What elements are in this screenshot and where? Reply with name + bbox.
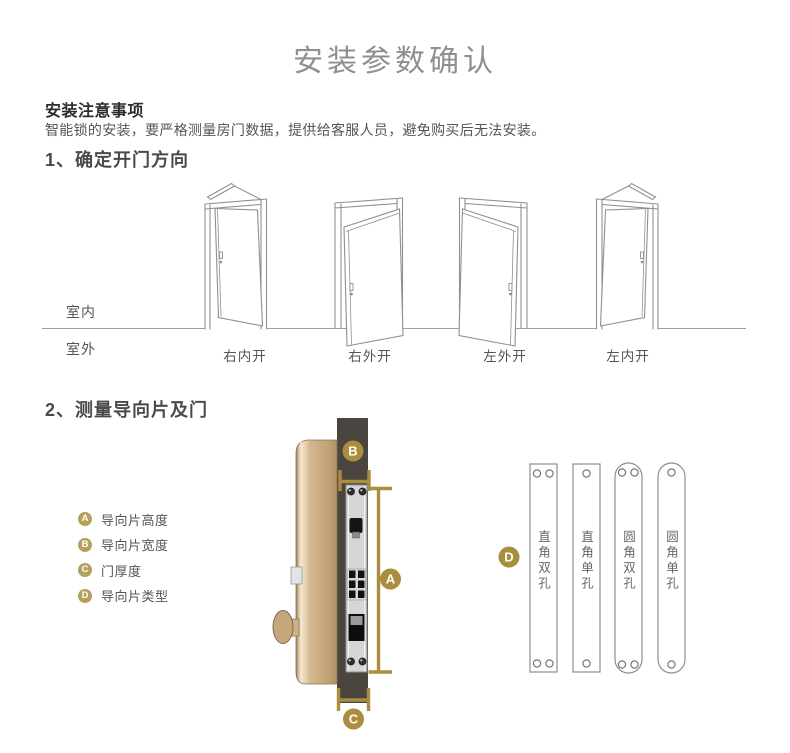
legend-badge-c-icon: C <box>78 563 92 578</box>
plate-label-round-double: 圆角双孔 <box>621 529 635 592</box>
lock-body <box>295 439 338 685</box>
marker-badge-d: D <box>498 546 520 568</box>
marker-badge-a: A <box>380 568 401 590</box>
svg-text:B: B <box>348 444 357 459</box>
plate-label-square-double: 直角双孔 <box>536 529 550 592</box>
latch-cutout <box>349 518 363 539</box>
legend-row-b: B 导向片宽度 <box>78 537 169 554</box>
guide-plate-screws <box>347 487 367 666</box>
section1-heading: 1、确定开门方向 <box>45 150 190 170</box>
door-diagram-right-inward <box>195 178 305 343</box>
legend-label-d: 导向片类型 <box>101 589 169 605</box>
plate-square-double <box>529 463 558 673</box>
measurement-legend: A 导向片高度 B 导向片宽度 C 门厚度 D 导向片类型 <box>78 512 169 605</box>
thickness-bracket-c <box>336 688 371 711</box>
legend-row-c: C 门厚度 <box>78 563 169 579</box>
legend-row-d: D 导向片类型 <box>78 588 169 605</box>
section2-heading: 2、测量导向片及门 <box>45 400 209 420</box>
legend-badge-a-icon: A <box>78 512 92 527</box>
outdoor-label: 室外 <box>66 341 96 357</box>
legend-label-b: 导向片宽度 <box>101 538 169 554</box>
height-line-a <box>368 486 392 674</box>
lock-case-cutouts <box>347 568 366 601</box>
svg-text:C: C <box>349 712 359 727</box>
page-title: 安装参数确认 <box>293 45 497 78</box>
notes-heading: 安装注意事项 <box>45 103 145 120</box>
door-caption-left-inward: 左内开 <box>606 349 650 364</box>
lock-sensor-window <box>290 566 303 585</box>
plate-label-round-single: 圆角单孔 <box>664 529 678 592</box>
legend-label-c: 门厚度 <box>101 563 142 579</box>
legend-badge-b-icon: B <box>78 537 92 552</box>
knob-cap <box>272 610 294 644</box>
svg-text:D: D <box>504 550 513 565</box>
plate-holes <box>532 468 676 669</box>
guide-plate-types-diagram: D <box>498 462 686 674</box>
marker-badge-b: B <box>342 440 364 462</box>
svg-text:A: A <box>386 572 396 587</box>
door-diagram-left-inward <box>558 178 668 343</box>
door-caption-right-outward: 右外开 <box>348 349 392 364</box>
deadbolt-cutout <box>348 614 365 641</box>
door-caption-right-inward: 右内开 <box>223 349 267 364</box>
plate-label-square-single: 直角单孔 <box>579 529 593 592</box>
door-diagram-left-outward <box>427 178 537 353</box>
legend-label-a: 导向片高度 <box>101 512 169 528</box>
indoor-label: 室内 <box>66 304 96 320</box>
door-caption-left-outward: 左外开 <box>483 349 527 364</box>
plate-round-single <box>657 462 686 674</box>
legend-badge-d-icon: D <box>78 588 92 603</box>
marker-badge-c: C <box>343 708 364 730</box>
plate-round-double <box>614 462 643 674</box>
legend-row-a: A 导向片高度 <box>78 512 169 528</box>
guide-plate <box>345 484 368 673</box>
door-diagram-right-outward <box>325 178 435 353</box>
notes-body: 智能锁的安装，要严格测量房门数据，提供给客服人员，避免购买后无法安装。 <box>45 122 546 138</box>
plate-square-single <box>572 463 601 673</box>
lock-measurement-diagram: B A C <box>272 418 401 730</box>
